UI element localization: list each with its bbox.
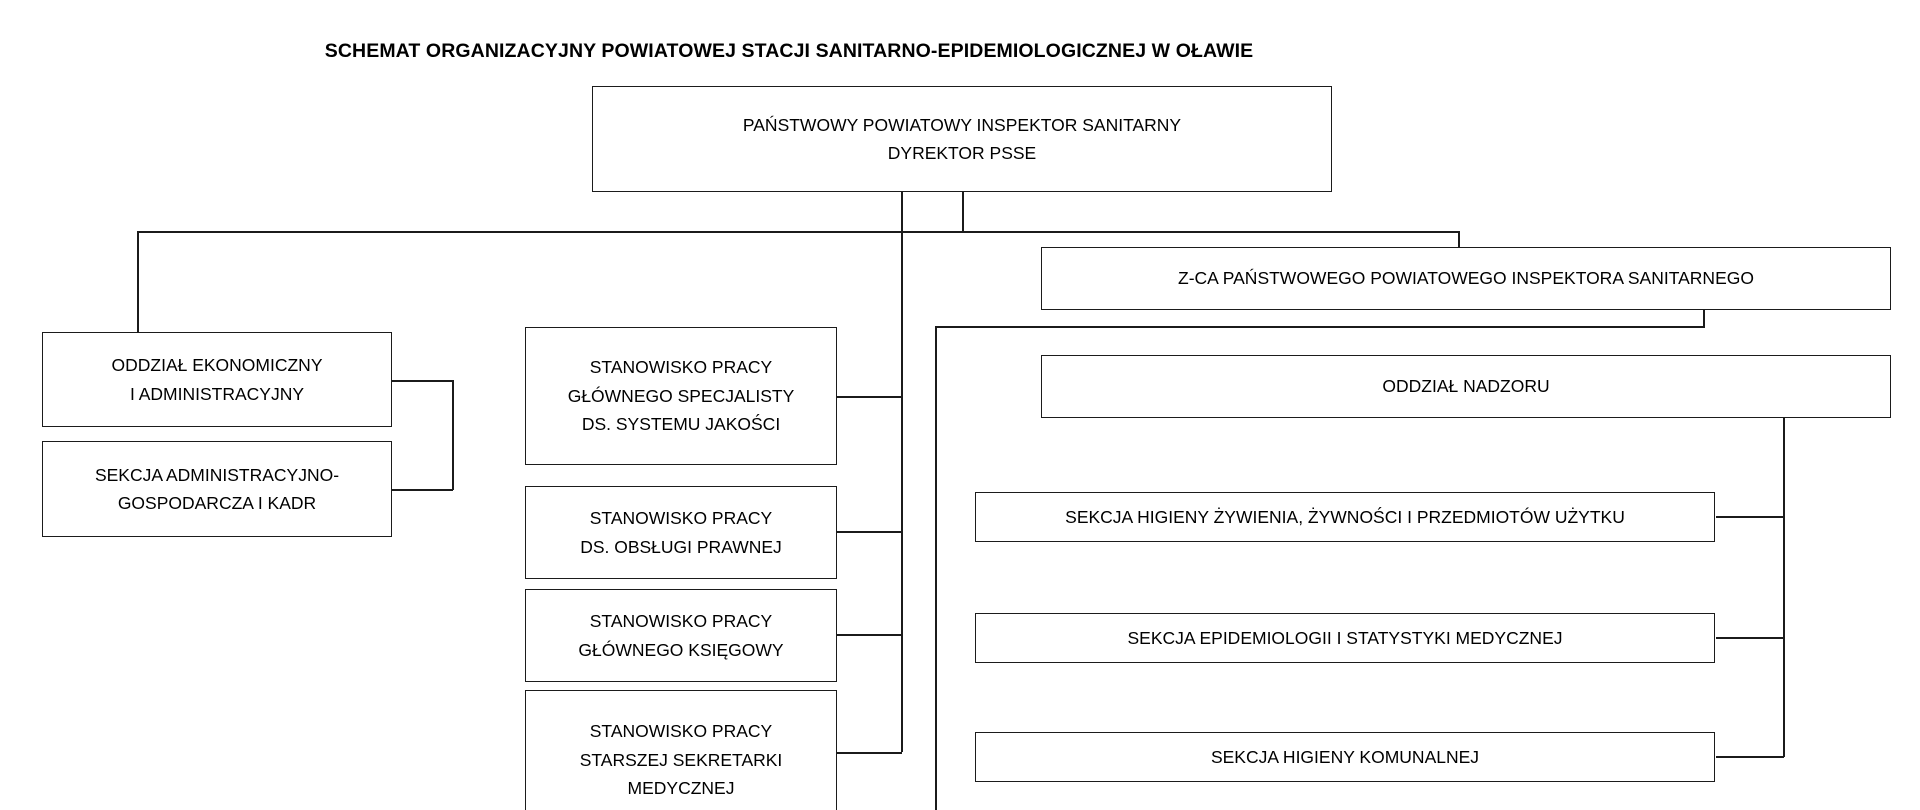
connector-stub-epidemiology: [1716, 637, 1784, 639]
node-legal-service[interactable]: STANOWISKO PRACY DS. OBSŁUGI PRAWNEJ: [525, 486, 837, 579]
node-senior-secretary[interactable]: STANOWISKO PRACY STARSZEJ SEKRETARKI MED…: [525, 690, 837, 810]
connector-stub-secretary: [836, 752, 902, 754]
connector-stub-food-hygiene: [1716, 516, 1784, 518]
node-senior-secretary-line-3: MEDYCZNEJ: [627, 778, 735, 799]
node-economic-department-line-1: ODDZIAŁ EKONOMICZNY: [111, 355, 323, 376]
node-admin-section-line-2: GOSPODARCZA I KADR: [117, 493, 317, 513]
connector-stub-communal: [1716, 756, 1784, 758]
node-legal-service-line-1: STANOWISKO PRACY: [589, 508, 773, 529]
node-admin-section-line-1: SEKCJA ADMINISTRACYJNO-: [94, 464, 340, 485]
node-deputy-line-1: Z-CA PAŃSTWOWEGO POWIATOWEGO INSPEKTORA …: [1178, 268, 1754, 289]
connector-economic-down: [452, 380, 454, 490]
node-director-line-1: PAŃSTWOWY POWIATOWY INSPEKTOR SANITARNY: [742, 114, 1182, 135]
node-economic-department[interactable]: ODDZIAŁ EKONOMICZNY I ADMINISTRACYJNY: [42, 332, 392, 427]
node-chief-accountant[interactable]: STANOWISKO PRACY GŁÓWNEGO KSIĘGOWY: [525, 589, 837, 682]
node-epidemiology-section[interactable]: SEKCJA EPIDEMIOLOGII I STATYSTYKI MEDYCZ…: [975, 613, 1715, 663]
node-economic-department-line-2: I ADMINISTRACYJNY: [129, 383, 305, 404]
node-admin-section[interactable]: SEKCJA ADMINISTRACYJNO- GOSPODARCZA I KA…: [42, 441, 392, 537]
node-communal-hygiene-section[interactable]: SEKCJA HIGIENY KOMUNALNEJ: [975, 732, 1715, 782]
connector-to-economic-dept: [137, 231, 139, 333]
node-quality-specialist-line-3: DS. SYSTEMU JAKOŚCI: [581, 414, 781, 435]
node-quality-specialist-line-2: GŁÓWNEGO SPECJALISTY: [567, 385, 795, 406]
node-director[interactable]: PAŃSTWOWY POWIATOWY INSPEKTOR SANITARNY …: [592, 86, 1332, 192]
connector-stub-legal: [836, 531, 902, 533]
connector-supervision-bus: [935, 326, 1705, 328]
node-senior-secretary-line-2: STARSZEJ SEKRETARKI: [579, 749, 783, 770]
connector-to-deputy: [1458, 231, 1460, 248]
connector-director-stem: [962, 192, 964, 232]
node-supervision-department[interactable]: ODDZIAŁ NADZORU: [1041, 355, 1891, 418]
connector-middle-spine: [901, 192, 903, 752]
page-title: SCHEMAT ORGANIZACYJNY POWIATOWEJ STACJI …: [324, 40, 1254, 62]
node-chief-accountant-line-2: GŁÓWNEGO KSIĘGOWY: [578, 639, 784, 660]
node-senior-secretary-line-1: STANOWISKO PRACY: [589, 721, 773, 742]
connector-stub-accountant: [836, 634, 902, 636]
node-quality-specialist[interactable]: STANOWISKO PRACY GŁÓWNEGO SPECJALISTY DS…: [525, 327, 837, 465]
node-food-hygiene-section-line-1: SEKCJA HIGIENY ŻYWIENIA, ŻYWNOŚCI I PRZE…: [1065, 506, 1625, 527]
node-director-line-2: DYREKTOR PSSE: [887, 143, 1037, 163]
connector-supervision-right-spine: [1783, 409, 1785, 757]
node-food-hygiene-section[interactable]: SEKCJA HIGIENY ŻYWIENIA, ŻYWNOŚCI I PRZE…: [975, 492, 1715, 542]
node-deputy[interactable]: Z-CA PAŃSTWOWEGO POWIATOWEGO INSPEKTORA …: [1041, 247, 1891, 310]
connector-deputy-stem: [1703, 310, 1705, 327]
node-quality-specialist-line-1: STANOWISKO PRACY: [589, 357, 773, 378]
connector-top-bus: [137, 231, 1459, 233]
connector-economic-out: [391, 380, 453, 382]
connector-admin-in: [391, 489, 453, 491]
node-legal-service-line-2: DS. OBSŁUGI PRAWNEJ: [580, 536, 782, 557]
connector-stub-quality: [836, 396, 902, 398]
connector-supervision-left-spine: [935, 326, 937, 810]
node-chief-accountant-line-1: STANOWISKO PRACY: [589, 611, 773, 632]
node-epidemiology-section-line-1: SEKCJA EPIDEMIOLOGII I STATYSTYKI MEDYCZ…: [1127, 627, 1563, 648]
node-supervision-department-line-1: ODDZIAŁ NADZORU: [1382, 376, 1550, 397]
node-communal-hygiene-section-line-1: SEKCJA HIGIENY KOMUNALNEJ: [1210, 746, 1480, 767]
